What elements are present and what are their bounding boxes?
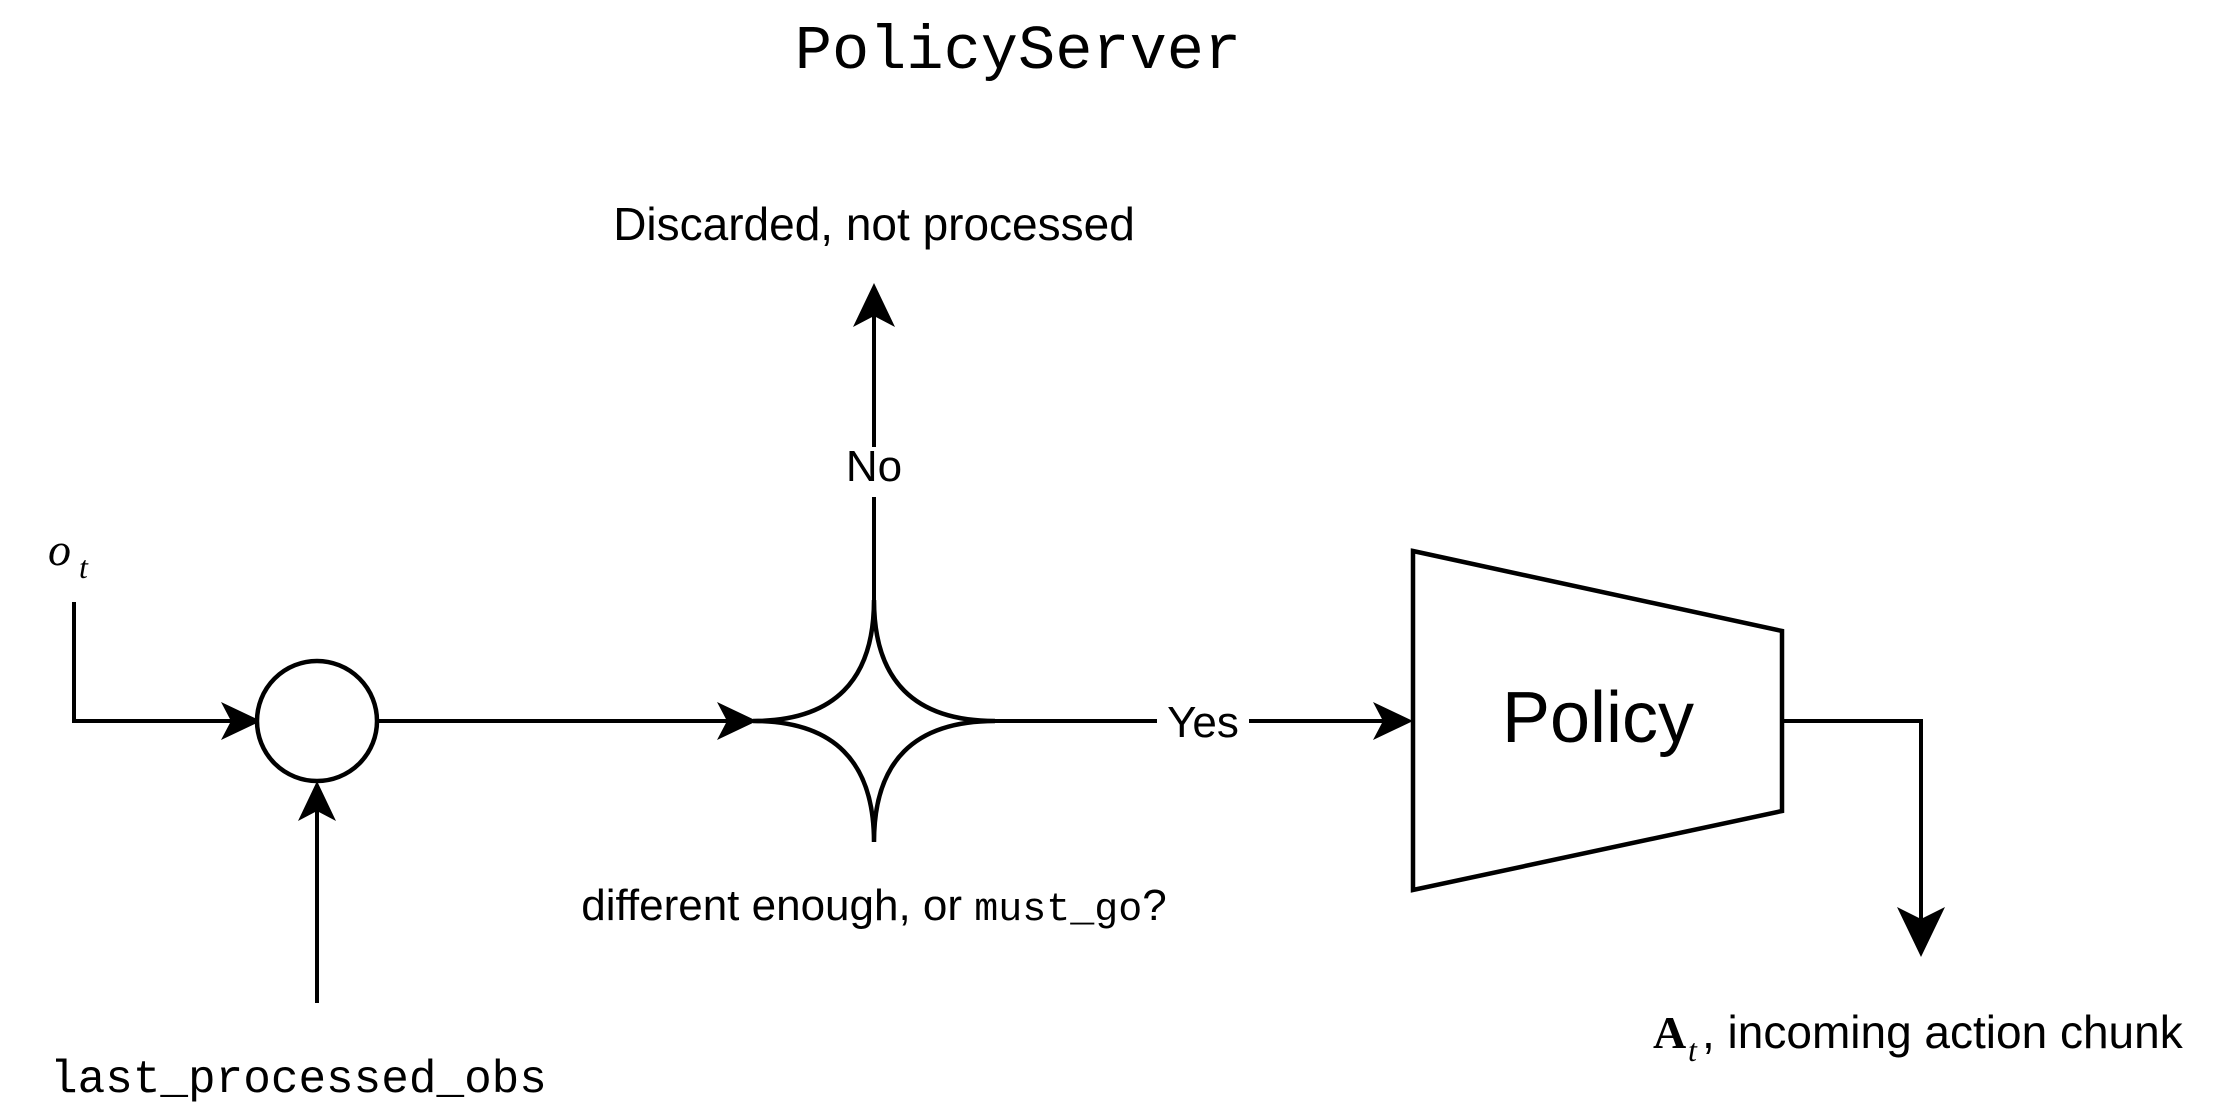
branch-label-yes: Yes [1167,698,1239,747]
input-observation-symbol: o t [48,524,89,585]
decision-caption-group: different enough, or must_go? [581,881,1167,933]
action-chunk-label: A t , incoming action chunk [1653,1006,2184,1068]
edge-decision-yes: Yes [995,698,1413,747]
arrowhead-policy-to-action-chunk [1897,907,1945,957]
branch-label-no: No [846,442,902,491]
edge-policy-to-action-chunk [1782,719,1945,957]
decision-caption-suffix: ? [1142,881,1166,930]
action-chunk-symbol-base: A [1653,1007,1686,1058]
arrowhead-last-processed-obs-to-merge [298,781,336,821]
arrowhead-obs-to-merge [221,702,261,740]
action-chunk-symbol-subscript: t [1688,1032,1698,1068]
observation-symbol-subscript: t [79,549,89,585]
page-title: PolicyServer [795,16,1241,87]
last-processed-obs-label: last_processed_obs [50,1054,547,1106]
decision-star-shape [752,599,996,843]
edge-merge-to-decision [377,702,757,740]
edge-decision-no: No [846,283,902,600]
observation-symbol-base: o [48,524,71,575]
arrowhead-merge-to-decision [717,702,757,740]
policy-trapezoid-shape [1410,548,1785,893]
decision-caption-code: must_go [974,888,1142,933]
edge-obs-to-merge [72,602,261,740]
action-chunk-text: , incoming action chunk [1702,1006,2184,1058]
edge-last-processed-obs-to-merge [298,781,336,1003]
arrowhead-decision-yes [1373,702,1413,740]
discarded-label: Discarded, not processed [613,198,1135,250]
decision-caption: different enough, or must_go? [581,881,1167,933]
decision-caption-prefix: different enough, or [581,881,974,930]
merge-junction-circle [254,658,380,784]
policy-block-label: Policy [1502,678,1694,758]
arrowhead-decision-no [853,283,895,327]
